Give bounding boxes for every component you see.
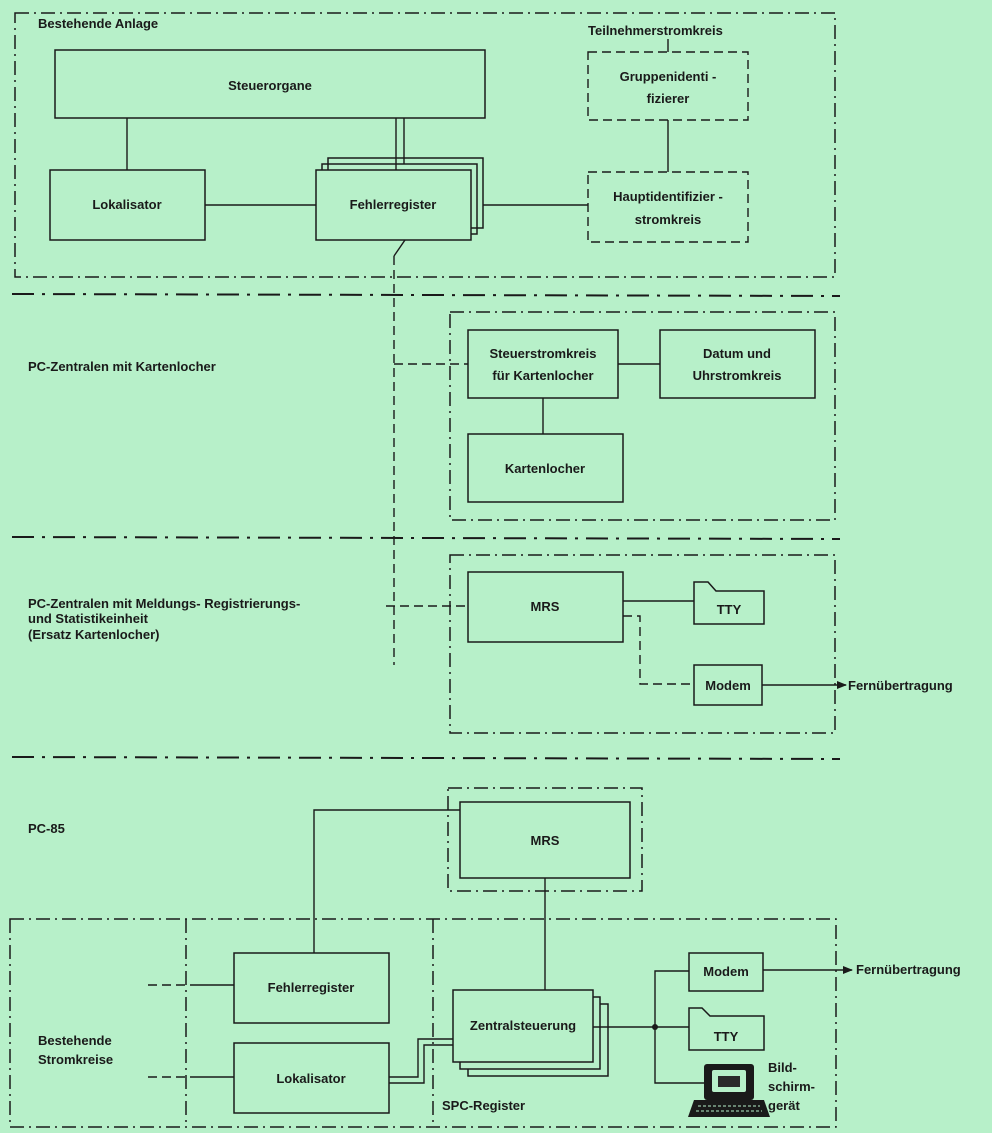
conn-node-terminal xyxy=(654,1027,704,1084)
conn-node-modem xyxy=(654,970,689,1027)
modem-label-s4: Modem xyxy=(703,964,749,979)
conn-lokal-zentral-a xyxy=(389,1038,453,1078)
mrs-label-s4: MRS xyxy=(531,833,560,848)
mrs-label-s3: MRS xyxy=(531,599,560,614)
gruppenidentifizierer-label-2: fizierer xyxy=(647,91,690,106)
section2-title: PC-Zentralen mit Kartenlocher xyxy=(28,359,216,374)
fehlerregister-label-s4: Fehlerregister xyxy=(268,980,355,995)
tty-label-s4: TTY xyxy=(714,1029,739,1044)
section3-title-3: (Ersatz Kartenlocher) xyxy=(28,627,159,642)
conn-lokal-zentral-b xyxy=(389,1044,453,1084)
gruppenidentifizierer-box xyxy=(587,51,749,121)
conn-mrs-fehlerregister xyxy=(313,809,460,953)
kartenlocher-label: Kartenlocher xyxy=(505,461,585,476)
steuerstromkreis-box xyxy=(467,329,619,399)
datum-uhr-label-2: Uhrstromkreis xyxy=(693,368,782,383)
bildschirmgeraet-label-2: schirm- xyxy=(768,1079,815,1094)
kartenlocher-box xyxy=(467,433,624,503)
bestehende-anlage-frame xyxy=(14,12,836,278)
zentralsteuerung-label: Zentralsteuerung xyxy=(470,1018,576,1033)
section3-title-1: PC-Zentralen mit Meldungs- Registrierung… xyxy=(28,596,300,611)
fehlerregister-label-s1: Fehlerregister xyxy=(350,197,437,212)
modem-label-s3: Modem xyxy=(705,678,751,693)
conn-mrs-modem xyxy=(623,615,694,685)
datum-uhr-label-1: Datum und xyxy=(703,346,771,361)
fernuebertragung-label-s4: Fernübertragung xyxy=(856,962,961,977)
section4-frame xyxy=(9,918,837,1128)
section2-frame xyxy=(449,311,836,521)
section3-title-2: und Statistikeinheit xyxy=(28,611,149,626)
steuerstromkreis-label-1: Steuerstromkreis xyxy=(490,346,597,361)
datum-uhr-box xyxy=(659,329,816,399)
gruppenidentifizierer-label-1: Gruppenidenti - xyxy=(620,69,717,84)
separator-2 xyxy=(11,536,841,540)
bestehende-anlage-title: Bestehende Anlage xyxy=(38,16,158,31)
teilnehmerstromkreis-label: Teilnehmerstromkreis xyxy=(588,23,723,38)
hauptidentifizier-box xyxy=(587,171,749,243)
bildschirmgeraet-label-3: gerät xyxy=(768,1098,800,1113)
terminal-icon xyxy=(688,1064,770,1117)
conn-fehler-down-slant xyxy=(393,239,406,257)
lokalisator-box-s4 xyxy=(233,1042,390,1114)
separator-3 xyxy=(11,756,841,760)
section3-frame xyxy=(449,554,836,734)
mrs-box-s3 xyxy=(467,571,624,643)
hauptidentifizier-label-2: stromkreis xyxy=(635,212,701,227)
bildschirmgeraet-label-1: Bild- xyxy=(768,1060,797,1075)
tty-folder-s3 xyxy=(693,581,765,625)
tty-label-s3: TTY xyxy=(717,602,742,617)
fehlerregister-box-s4 xyxy=(233,952,390,1024)
separator-1 xyxy=(11,293,841,297)
lokalisator-label-s1: Lokalisator xyxy=(92,197,161,212)
spc-register-label: SPC-Register xyxy=(442,1098,525,1113)
lokalisator-label-s4: Lokalisator xyxy=(276,1071,345,1086)
fernuebertragung-label-s3: Fernübertragung xyxy=(848,678,953,693)
steuerorgane-box xyxy=(54,49,486,119)
hauptidentifizier-label-1: Hauptidentifizier - xyxy=(613,189,723,204)
steuerorgane-label: Steuerorgane xyxy=(228,78,312,93)
bestehende-stromkreise-label-1: Bestehende xyxy=(38,1033,112,1048)
section4-title: PC-85 xyxy=(28,821,65,836)
steuerstromkreis-label-2: für Kartenlocher xyxy=(492,368,593,383)
zentralsteuerung-box xyxy=(452,989,594,1063)
fehlerregister-box-s1 xyxy=(315,169,472,241)
tty-folder-s4 xyxy=(688,1007,765,1051)
bestehende-stromkreise-label-2: Stromkreise xyxy=(38,1052,113,1067)
modem-box-s4 xyxy=(688,952,764,992)
